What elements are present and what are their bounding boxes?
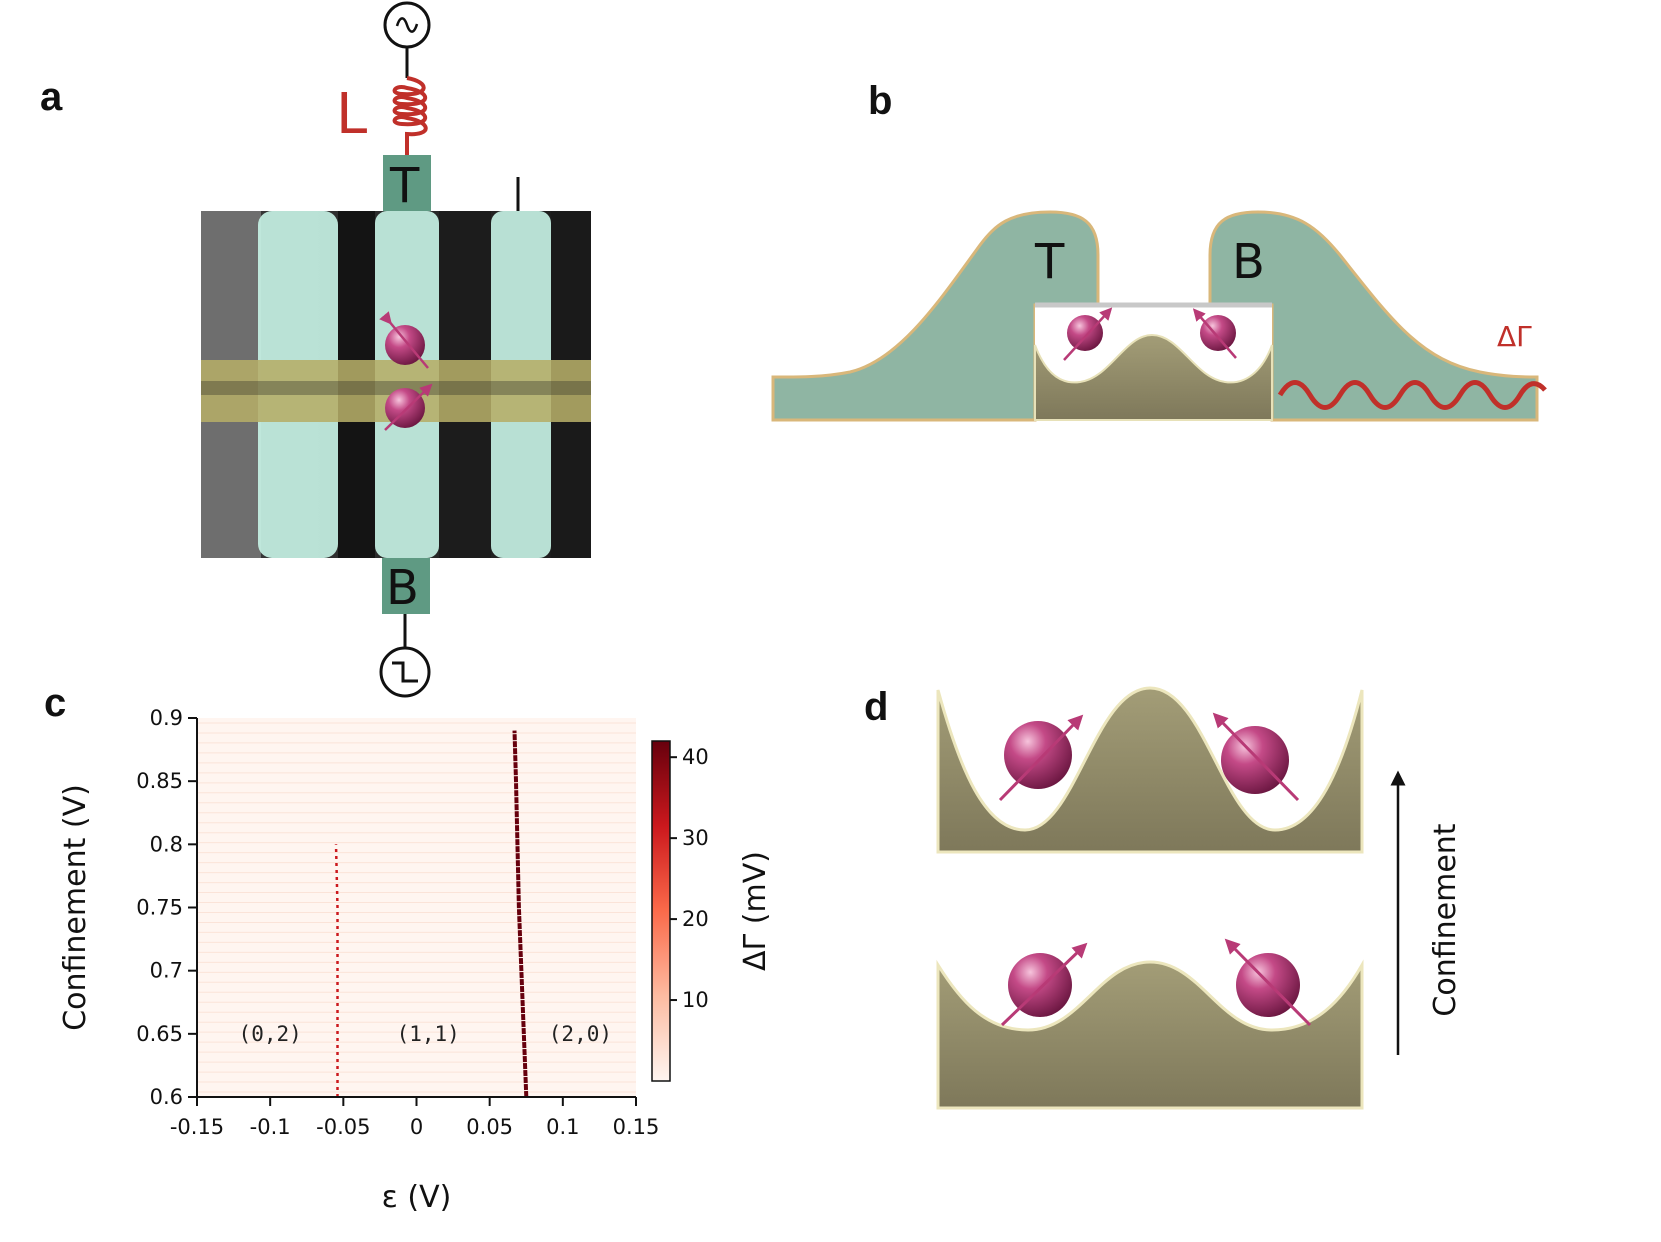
spin-right-d-top	[1212, 712, 1300, 802]
confinement-arrow-label: Confinement	[1428, 823, 1463, 1016]
panel-d-letter: d	[864, 685, 888, 729]
inductor-label: L	[336, 82, 367, 147]
x-tick-label: 0	[410, 1115, 423, 1139]
y-tick-label: 0.8	[150, 832, 183, 856]
x-tick-label: 0.1	[546, 1115, 579, 1139]
bottom-gate-label: B	[386, 560, 419, 616]
panel-a: a L T	[40, 1, 591, 698]
y-tick-label: 0.75	[136, 896, 183, 920]
panel-b-left-gate-label: T	[1034, 234, 1065, 290]
panel-a-letter: a	[40, 75, 63, 119]
y-tick-label: 0.65	[136, 1022, 183, 1046]
y-tick-label: 0.6	[150, 1085, 183, 1109]
double-well-high-confinement	[936, 686, 1364, 854]
x-tick-label: -0.15	[170, 1115, 224, 1139]
y-tick-label: 0.7	[150, 959, 183, 983]
x-axis-title: ε (V)	[382, 1180, 452, 1215]
bottom-gate-pad	[382, 558, 430, 614]
charge-state-label: (1,1)	[397, 1022, 460, 1046]
charge-state-label: (2,0)	[549, 1022, 612, 1046]
transition-line-right	[512, 730, 529, 1098]
left-gate-shape	[771, 210, 1100, 422]
y-tick-label: 0.85	[136, 769, 183, 793]
transition-line-left	[334, 844, 339, 1097]
x-tick-label: 0.15	[613, 1115, 660, 1139]
heatmap-background	[197, 718, 636, 1097]
double-well-low-confinement	[936, 959, 1364, 1110]
stability-diagram-chart: -0.15 -0.1 -0.05 0 0.05 0.1 0.15 0.6 0.65 0.7 0.75…	[136, 706, 709, 1139]
sem-micrograph	[201, 211, 591, 558]
colorbar-title: ΔΓ (mV)	[738, 851, 773, 971]
colorbar-tick-label: 30	[682, 826, 709, 850]
x-tick-label: 0.05	[466, 1115, 513, 1139]
x-tick-label: -0.1	[250, 1115, 291, 1139]
pulse-source-icon	[379, 646, 431, 698]
panel-c-letter: c	[44, 681, 66, 725]
reflected-signal-wave	[1277, 380, 1547, 410]
right-gate-shape	[1208, 210, 1539, 422]
y-axis-title: Confinement (V)	[58, 784, 93, 1031]
panel-b-right-gate-label: B	[1232, 234, 1265, 290]
ac-source-icon	[383, 1, 431, 49]
top-gate-pad	[383, 155, 431, 211]
top-gate-label: T	[389, 158, 420, 214]
double-well-potential-b	[1034, 333, 1273, 421]
spin-left-d-top	[998, 714, 1084, 802]
inductor-coil-icon	[392, 76, 428, 155]
colorbar-tick-label: 40	[682, 745, 709, 769]
spin-left-b	[1063, 307, 1113, 361]
spin-right-d-bottom	[1224, 938, 1312, 1027]
spin-right-b	[1192, 308, 1237, 359]
colorbar	[651, 740, 671, 1082]
spin-left-d-bottom	[1000, 942, 1088, 1027]
charge-state-label: (0,2)	[239, 1022, 302, 1046]
x-tick-label: -0.05	[316, 1115, 370, 1139]
y-tick-label: 0.9	[150, 706, 183, 730]
panel-c: c -0.15 -0.1 -0.05 0 0.05 0.1 0.15 0.6 0.65 0.7 0.…	[44, 681, 773, 1215]
signal-delta-gamma-label: ΔΓ	[1497, 320, 1532, 353]
panel-b: b T B ΔΓ	[771, 79, 1547, 422]
spin-top-a	[379, 311, 429, 369]
panel-d: d Confinement	[864, 685, 1463, 1110]
spin-bottom-a	[384, 383, 433, 431]
panel-b-letter: b	[868, 79, 892, 123]
colorbar-tick-label: 20	[682, 907, 709, 931]
colorbar-tick-label: 10	[682, 988, 709, 1012]
